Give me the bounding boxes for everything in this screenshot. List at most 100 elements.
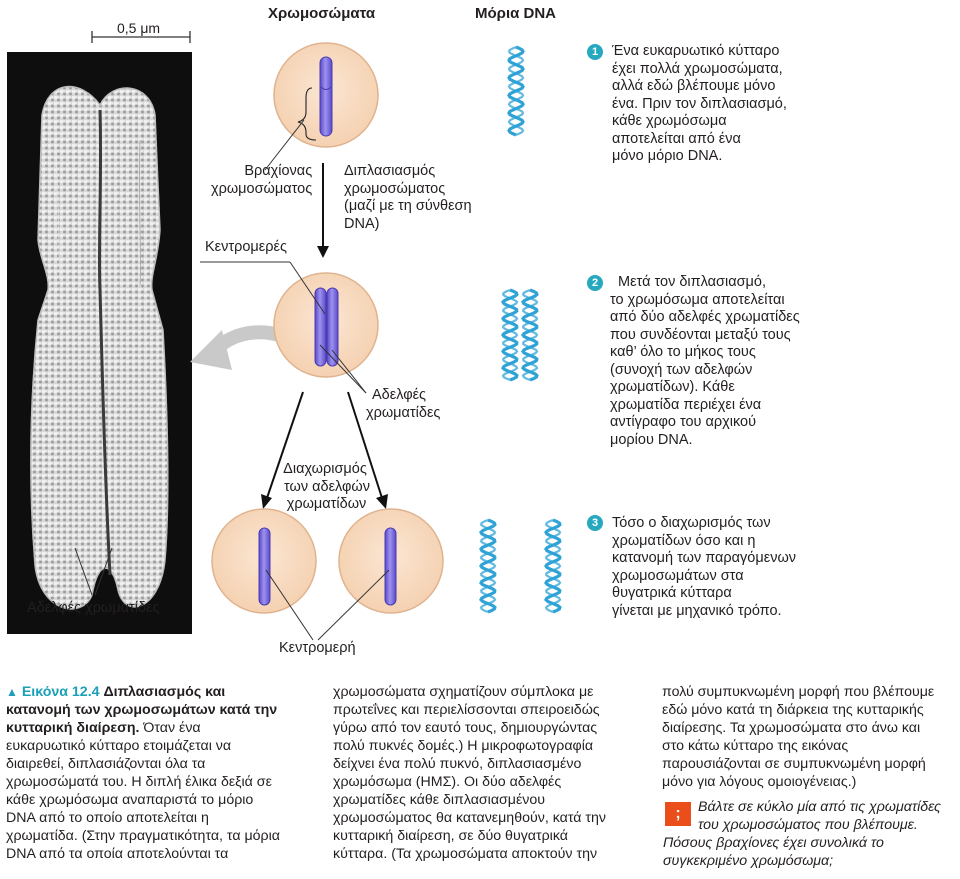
caption-line: DNA από τα οποία αποτελούνται τα <box>6 846 229 862</box>
label-arm-line: χρωμοσώματος <box>211 180 313 197</box>
caption-column-3: πολύ συμπυκνωμένη μορφή που βλέπουμε εδώ … <box>662 683 934 791</box>
header-chromosomes: Χρωμοσώματα <box>268 5 376 22</box>
cell-bottom-left <box>211 508 317 614</box>
question-line: Βάλτε σε κύκλο μία από τις χρωματίδες <box>698 799 941 815</box>
dna-helix <box>544 518 562 614</box>
dna-strand <box>501 288 519 382</box>
caption-line: γύρω από τον εαυτό τους, δημιουργώντας <box>333 720 598 736</box>
caption-line: χρωμοσώματα σχηματίζουν σύμπλοκα με <box>333 684 594 700</box>
cell-middle <box>273 261 379 394</box>
step-3-line: κατανομή των παραγόμενων <box>612 550 797 566</box>
dna-strand <box>521 288 539 382</box>
label-sister-line: Αδελφές <box>372 387 427 403</box>
dna-strand <box>479 518 497 614</box>
label-sister-chromatids: Αδελφές χρωματίδες <box>366 387 440 422</box>
label-separation-line: Διαχωρισμός <box>283 461 367 477</box>
dna-helix <box>521 288 539 382</box>
caption-line: στο κάτω κύτταρο της εικόνας <box>662 738 849 754</box>
step-2-line: μορίου DNA. <box>610 431 693 448</box>
step-2-badge: 2 <box>587 275 603 291</box>
caption-line: πρωτεΐνες και περιελίσσονται σπειροειδώς <box>333 702 600 718</box>
label-centromere: Κεντρομερές <box>205 239 287 255</box>
dna-strand <box>544 518 562 614</box>
scale-label: 0,5 μm <box>117 20 161 36</box>
step-1-line: Ένα ευκαρυωτικό κύτταρο <box>612 43 780 59</box>
caption-line: διαιρεθεί, διπλασιάζονται όλα τα <box>6 756 206 772</box>
caption-figure-label: Εικόνα 12.4 <box>21 684 100 700</box>
caption-line: χρωμόσωμα (ΗΜΣ). Οι δύο αδελφές <box>333 774 562 790</box>
header-dna-molecules: Μόρια DNA <box>475 5 556 22</box>
dna-helix <box>501 288 519 382</box>
step-3-line: χρωματίδων όσο και η <box>612 532 756 549</box>
caption-column-1: ▲ Εικόνα 12.4 Διπλασιασμός και κατανομή … <box>6 683 280 863</box>
step-1-badge: 1 <box>587 44 603 60</box>
label-separation-line: χρωματίδων <box>286 496 367 512</box>
question-line: συγκεκριμένο χρωμόσωμα; <box>663 853 834 869</box>
sem-micrograph <box>7 52 192 634</box>
caption-line: μόνο για λόγους ομοιογένειας.) <box>662 774 857 790</box>
caption-line: πολύ πυκνές δομές.) Η μικροφωτογραφία <box>333 738 594 754</box>
step-2-text: Μετά τον διπλασιασμό,το χρωμόσωμα αποτελ… <box>610 274 800 449</box>
step-2-line: από δύο αδελφές χρωματίδες <box>610 309 800 325</box>
question-text: Βάλτε σε κύκλο μία από τις χρωματίδες του… <box>663 798 941 870</box>
dna-helix <box>479 518 497 614</box>
step-2-line: Μετά τον διπλασιασμό, <box>618 274 767 290</box>
caption-line: χρωμοσώματά του. Η διπλή έλικα δεξιά σε <box>6 774 272 790</box>
caption-line: κάθε χρωμόσωμα αναπαριστά το μόριο <box>6 792 254 808</box>
step-3-line: θυγατρικά κύτταρα <box>612 585 732 601</box>
caption-title-2: κατανομή των χρωμοσωμάτων κατά την <box>6 702 278 718</box>
label-duplication: Διπλασιασμός χρωμοσώματος (μαζί με τη σύ… <box>344 163 472 233</box>
gray-arrowhead <box>190 330 232 370</box>
caption-title-line-3: κυτταρική διαίρεση. Όταν ένα <box>6 719 280 737</box>
caption-line: πολύ συμπυκνωμένη μορφή που βλέπουμε <box>662 684 935 700</box>
dna-strand <box>501 288 519 382</box>
caption-line: χρωματίδες κάθε διπλασιασμένου <box>333 792 546 808</box>
caption-line: παρουσιάζονται σε συμπυκνωμένη μορφή <box>662 756 926 772</box>
label-duplication-line: (μαζί με τη σύνθεση <box>344 198 472 214</box>
caption-text: Όταν ένα <box>139 720 201 736</box>
label-centromeres: Κεντρομερή <box>279 640 356 656</box>
step-2-line: καθ’ όλο το μήκος τους <box>610 344 756 360</box>
step-1-line: ένα. Πριν τον διπλασιασμό, <box>612 95 787 112</box>
arrow-duplication <box>317 163 329 258</box>
step-2-line: το χρωμόσωμα αποτελείται <box>610 291 785 308</box>
step-1-line: μόνο μόριο DNA. <box>612 148 723 164</box>
label-duplication-line: DNA) <box>344 215 380 232</box>
dna-strand <box>521 288 539 382</box>
caption-marker: ▲ <box>6 685 18 699</box>
cell-top <box>264 42 379 171</box>
question-line: Πόσους βραχίονες έχει συνολικά το <box>663 835 884 851</box>
step-1-line: κάθε χρωμόσωμα <box>612 113 727 129</box>
step-2-line: που συνδέονται μεταξύ τους <box>610 326 791 343</box>
micrograph-leaders <box>74 261 290 596</box>
dna-helix <box>507 45 525 137</box>
dna-helices <box>479 45 562 614</box>
label-separation-line: των αδελφών <box>284 478 371 495</box>
label-arm-line: Βραχίονας <box>244 163 313 179</box>
caption-line: εδώ μόνο κατά τη διάρκεια της κυτταρικής <box>662 702 924 718</box>
centromere-leaders <box>265 569 390 641</box>
step-2-line: (συνοχή των αδελφών <box>610 361 753 378</box>
label-photo-sister-chromatids: Αδελφές χρωματίδες <box>27 600 160 616</box>
label-arm: Βραχίονας χρωμοσώματος <box>211 163 312 198</box>
caption-line: διαίρεσης. Τα χρωμοσώματα στο άνω και <box>662 720 921 736</box>
dna-strand <box>544 518 562 614</box>
step-3-badge: 3 <box>587 515 603 531</box>
caption-line: κύτταρα. (Τα χρωμοσώματα αποκτούν την <box>333 846 598 862</box>
label-duplication-line: Διπλασιασμός <box>344 163 436 179</box>
label-duplication-line: χρωμοσώματος <box>344 180 446 197</box>
step-1-line: αποτελείται από ένα <box>612 130 741 147</box>
scale-bar <box>91 31 191 43</box>
caption-line: χρωμοσώματος θα κατανεμηθούν, κατά την <box>333 810 606 826</box>
caption-line: χρωματίδα. (Στην πραγματικότητα, τα μόρι… <box>6 828 280 844</box>
question-line: του χρωμοσώματος που βλέπουμε. <box>698 817 918 833</box>
caption-line: δείχνει ένα πολύ πυκνό, διπλασιασμένο <box>333 756 582 772</box>
caption-column-2: χρωμοσώματα σχηματίζουν σύμπλοκα με πρωτε… <box>333 683 606 863</box>
caption-title-line-2: κατανομή των χρωμοσωμάτων κατά την <box>6 701 280 719</box>
caption-line: DNA από το οποίο αποτελείται η <box>6 810 209 826</box>
